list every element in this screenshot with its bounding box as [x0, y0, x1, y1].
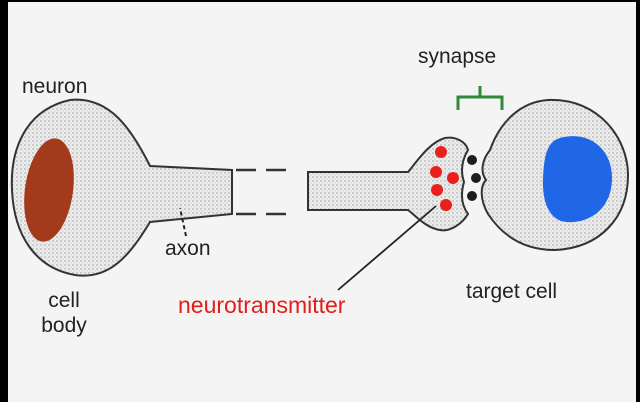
axon-label: axon: [165, 236, 211, 261]
synapse-label: synapse: [418, 44, 496, 69]
cell-body-label: cell body: [34, 288, 94, 338]
neurotransmitter-dot: [435, 146, 447, 158]
target-cell-label: target cell: [466, 279, 557, 304]
receptor-dot: [471, 173, 481, 183]
neurotransmitter-label: neurotransmitter: [178, 292, 345, 320]
neuron-label: neuron: [22, 74, 87, 99]
receptor-dot: [467, 191, 477, 201]
receptor-dot: [467, 155, 477, 165]
neurotransmitter-dot: [430, 166, 442, 178]
neurotransmitter-dot: [431, 184, 443, 196]
neurotransmitter-dot: [447, 172, 459, 184]
neurotransmitter-dot: [440, 199, 452, 211]
